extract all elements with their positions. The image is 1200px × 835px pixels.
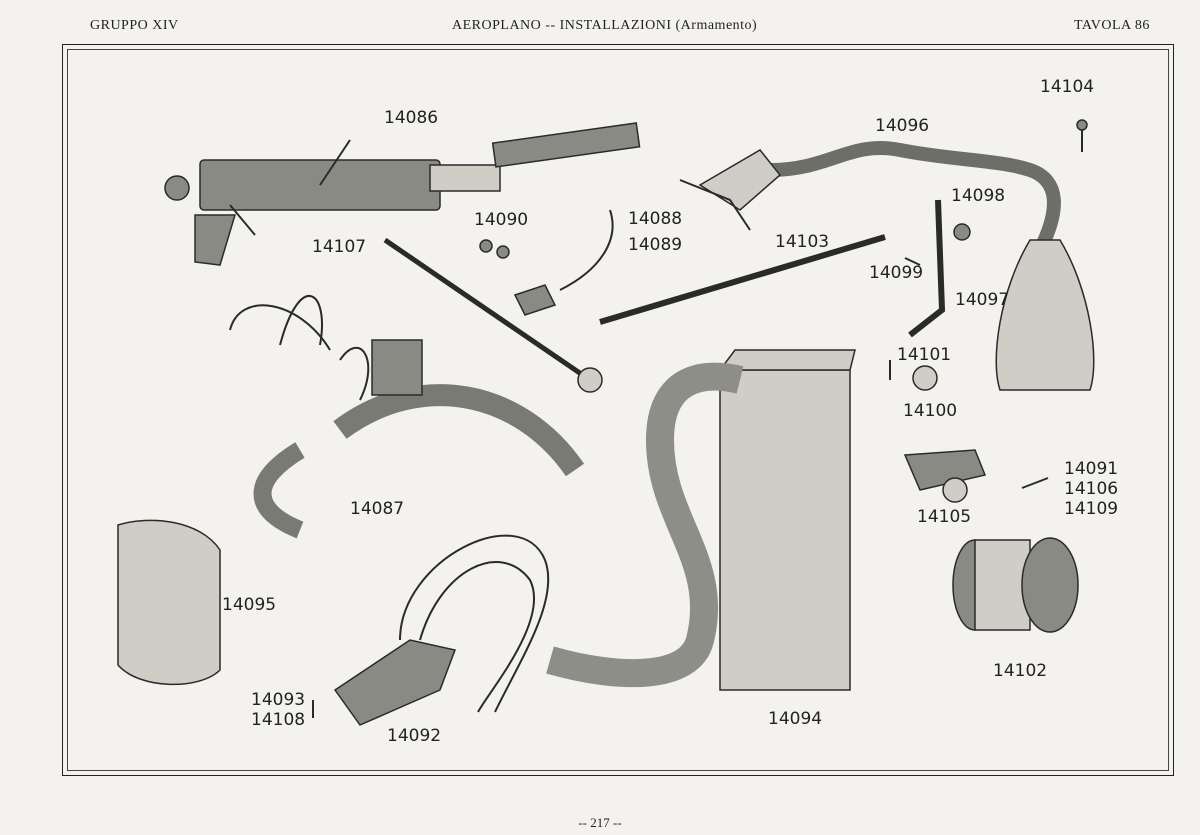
label-14107: 14107 bbox=[312, 237, 367, 257]
label-14106: 14106 bbox=[1064, 479, 1119, 499]
label-14105: 14105 bbox=[917, 507, 972, 527]
label-14109: 14109 bbox=[1064, 499, 1119, 519]
label-14095: 14095 bbox=[222, 595, 277, 615]
plate-frame-outer bbox=[62, 44, 1174, 776]
label-14100: 14100 bbox=[903, 401, 958, 421]
label-14098: 14098 bbox=[951, 186, 1006, 206]
label-14092: 14092 bbox=[387, 726, 442, 746]
label-14087: 14087 bbox=[350, 499, 405, 519]
label-14093: 14093 bbox=[251, 690, 306, 710]
page-number: -- 217 -- bbox=[578, 815, 622, 830]
label-14094: 14094 bbox=[768, 709, 823, 729]
label-14103: 14103 bbox=[775, 232, 830, 252]
header-plate: TAVOLA 86 bbox=[1074, 18, 1150, 33]
label-14108: 14108 bbox=[251, 710, 306, 730]
header-title: AEROPLANO -- INSTALLAZIONI (Armamento) bbox=[452, 18, 758, 33]
label-14102: 14102 bbox=[993, 661, 1048, 681]
label-14089: 14089 bbox=[628, 235, 683, 255]
plate-frame-inner bbox=[67, 49, 1169, 771]
label-14086: 14086 bbox=[384, 108, 439, 128]
label-14097: 14097 bbox=[955, 290, 1010, 310]
label-14099: 14099 bbox=[869, 263, 924, 283]
label-14088: 14088 bbox=[628, 209, 683, 229]
machine-gun-illustration bbox=[164, 122, 641, 266]
label-14090: 14090 bbox=[474, 210, 529, 230]
header-group: GRUPPO XIV bbox=[90, 18, 179, 33]
label-14091: 14091 bbox=[1064, 459, 1119, 479]
label-14104: 14104 bbox=[1040, 77, 1095, 97]
label-14101: 14101 bbox=[897, 345, 952, 365]
label-14096: 14096 bbox=[875, 116, 930, 136]
